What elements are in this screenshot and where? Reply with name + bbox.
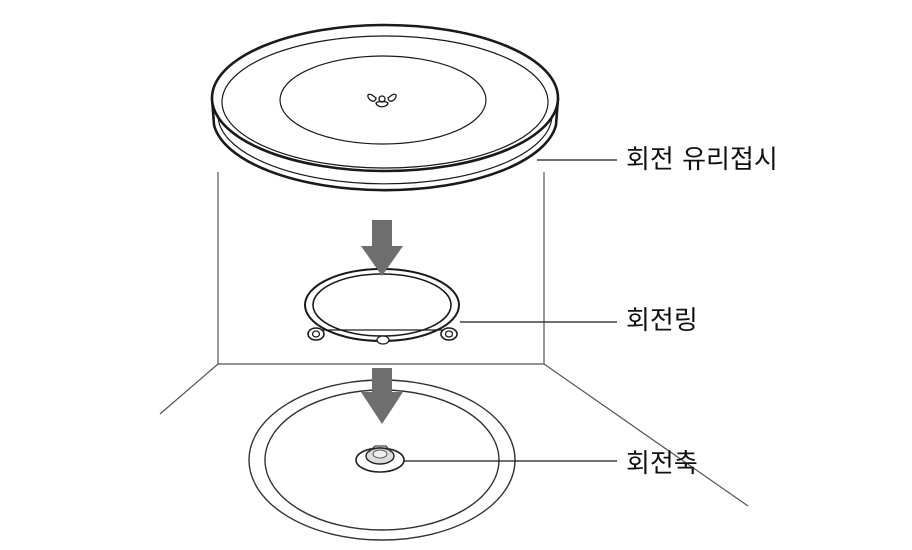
plate-hub (367, 93, 397, 108)
glass-plate (210, 23, 560, 192)
down-arrow-lower (361, 368, 403, 424)
down-arrow-upper (361, 220, 403, 276)
roller-ring (304, 268, 460, 345)
roller-ring-label: 회전링 (626, 306, 698, 336)
leader-lines (404, 159, 617, 462)
glass-plate-label: 회전 유리접시 (626, 145, 778, 175)
shaft-label: 회전축 (626, 449, 698, 479)
oven-cavity-outline (159, 172, 749, 507)
rotating-shaft (355, 445, 405, 473)
